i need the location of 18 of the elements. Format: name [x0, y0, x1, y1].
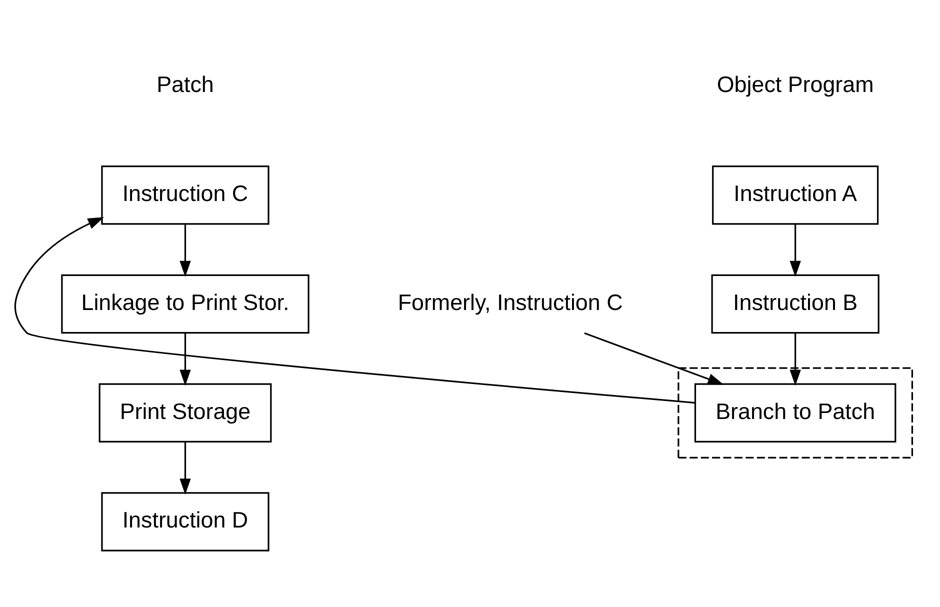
node-box: Branch to Patch	[694, 382, 896, 442]
node-box: Instruction C	[101, 164, 270, 224]
node-box: Instruction B	[711, 274, 880, 334]
arrow	[180, 224, 191, 276]
arrow	[180, 332, 191, 386]
arrow	[584, 332, 724, 384]
node-box: Print Storage	[98, 382, 272, 442]
node-box: Linkage to Print Stor.	[61, 274, 310, 334]
arrow	[790, 224, 801, 276]
label: Patch	[156, 72, 214, 97]
arrow	[14, 216, 696, 404]
cluster	[678, 366, 914, 458]
node-box: Instruction D	[101, 492, 270, 551]
label: Object Program	[716, 72, 874, 97]
node-text: Formerly, Instruction C	[398, 289, 623, 314]
arrow	[180, 442, 191, 494]
node-box: Instruction A	[712, 164, 879, 224]
arrow	[790, 332, 801, 386]
